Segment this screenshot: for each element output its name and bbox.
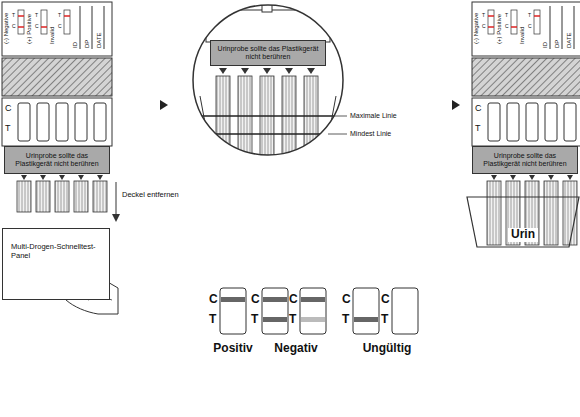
cup-label: Urin bbox=[508, 228, 538, 242]
rotated-label: (-) Negative bbox=[3, 13, 10, 44]
label: T bbox=[505, 13, 508, 18]
rotated-label: DP bbox=[84, 40, 91, 48]
rotated-label: ID bbox=[72, 42, 79, 48]
label: T bbox=[381, 313, 388, 325]
instruction-band: Urinprobe sollte das Plastikgerät nicht … bbox=[472, 146, 578, 174]
label: T bbox=[58, 13, 61, 18]
rotated-label: (+) Positive bbox=[26, 14, 33, 44]
rotated-label: Invalid bbox=[519, 27, 526, 44]
label: T bbox=[528, 13, 531, 18]
label: C bbox=[528, 24, 532, 29]
label: Maximale Linie bbox=[350, 112, 397, 119]
rotated-label: (-) Negative bbox=[473, 13, 480, 44]
label: C bbox=[58, 24, 62, 29]
urine-cup: Urin bbox=[466, 196, 580, 248]
label: C bbox=[12, 24, 16, 29]
rotated-label: (+) Positive bbox=[496, 14, 503, 44]
label: Mindest Linie bbox=[350, 130, 391, 137]
node-text: Urinprobe sollte das Plastikgerät nicht … bbox=[8, 152, 106, 168]
rotated-label: Invalid bbox=[49, 27, 56, 44]
label: T bbox=[209, 313, 216, 325]
label: T bbox=[12, 13, 15, 18]
label: T bbox=[289, 313, 296, 325]
label: T bbox=[342, 313, 349, 325]
label: T bbox=[251, 313, 258, 325]
label: T bbox=[482, 13, 485, 18]
node-text: Urinprobe sollte das Plastikgerät nicht … bbox=[476, 152, 574, 168]
label: C bbox=[251, 293, 260, 305]
label: C bbox=[209, 293, 218, 305]
label: T bbox=[475, 124, 481, 133]
label: C bbox=[475, 104, 482, 113]
label: C bbox=[381, 293, 390, 305]
label: C bbox=[482, 24, 486, 29]
label: T bbox=[35, 13, 38, 18]
node-text: Multi-Drogen-Schnelltest-Panel bbox=[11, 243, 101, 260]
label: Deckel entfernen bbox=[122, 191, 179, 199]
rotated-label: DP bbox=[554, 40, 561, 48]
instruction-band: Urinprobe sollte das Plastikgerät nicht … bbox=[210, 40, 326, 66]
label: C bbox=[505, 24, 509, 29]
label: Positiv bbox=[213, 342, 252, 354]
label: C bbox=[289, 293, 298, 305]
node-text: Urinprobe sollte das Plastikgerät nicht … bbox=[214, 45, 322, 61]
rotated-label: ID bbox=[542, 42, 549, 48]
rotated-label: DATE bbox=[96, 32, 103, 48]
label: T bbox=[5, 124, 11, 133]
label: Negativ bbox=[274, 342, 317, 354]
test-pouch: Multi-Drogen-Schnelltest-Panel bbox=[2, 228, 110, 300]
rotated-label: DATE bbox=[566, 32, 573, 48]
label: C bbox=[35, 24, 39, 29]
instruction-band: Urinprobe sollte das Plastikgerät nicht … bbox=[4, 146, 110, 174]
label: C bbox=[5, 104, 12, 113]
label: C bbox=[342, 293, 351, 305]
cup-shape bbox=[467, 197, 579, 247]
label: Ungültig bbox=[363, 342, 412, 354]
